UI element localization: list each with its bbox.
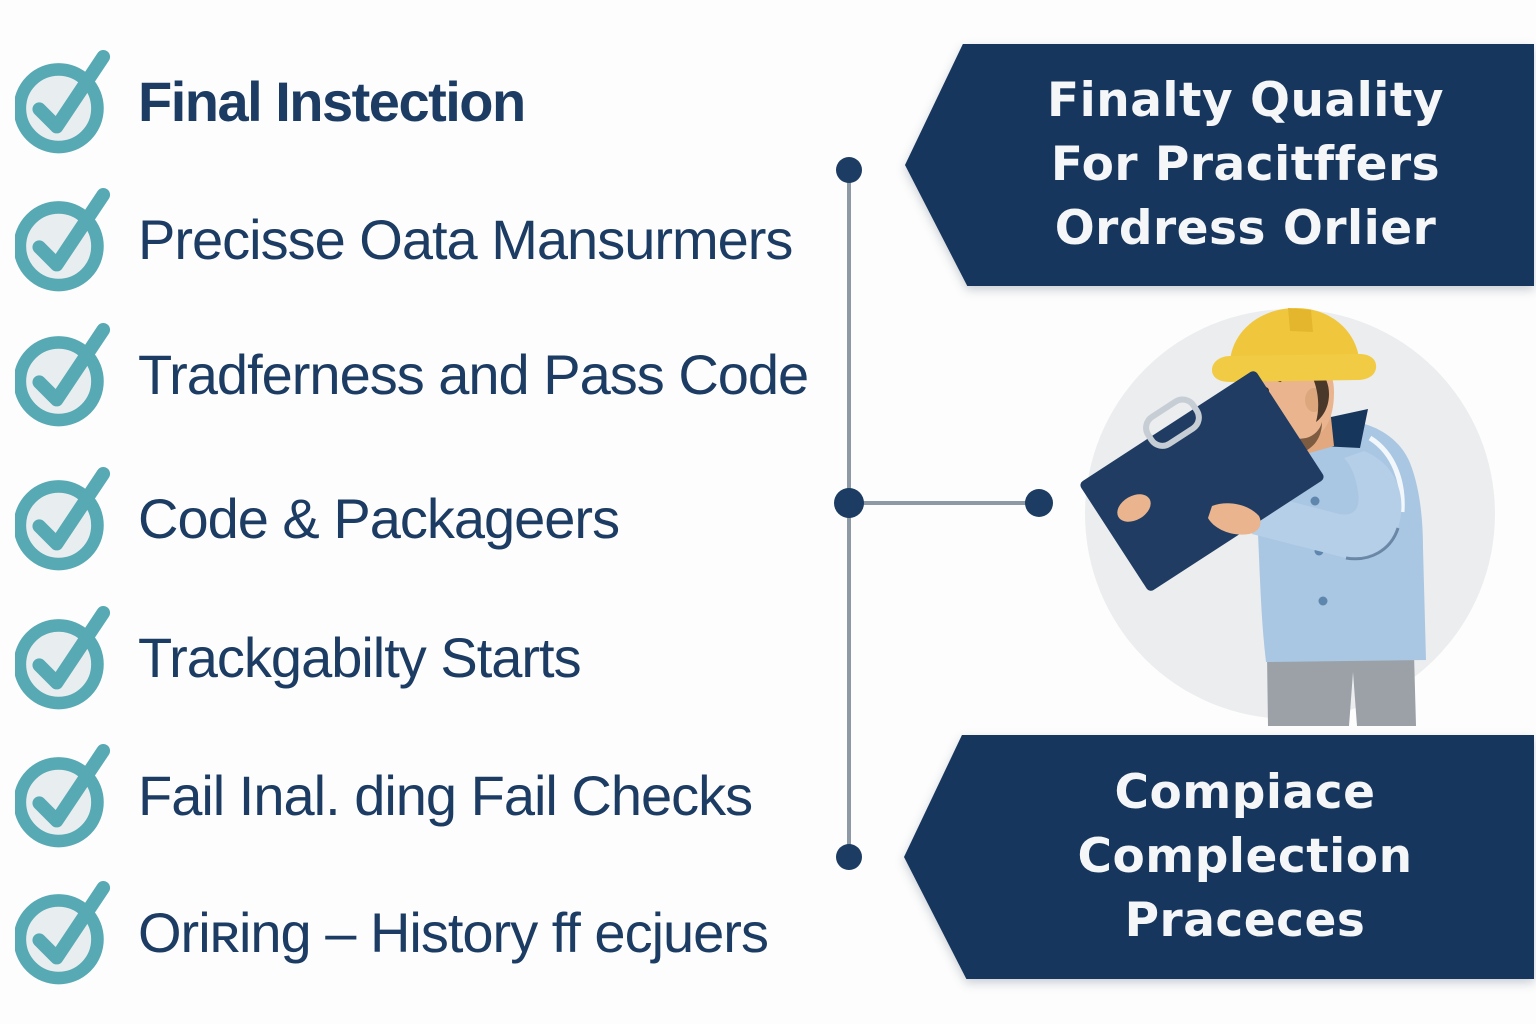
checklist-item-label: Precisse Oata Mansurmers [138, 207, 793, 271]
checklist-row: Fail Inal. ding Fail Checks [15, 737, 753, 849]
check-circle-icon [15, 467, 111, 571]
bottom-banner-line: Praceces [1124, 893, 1366, 948]
connector-dot-bottom [836, 844, 862, 870]
connector-horizontal-line [849, 501, 1039, 505]
checklist-row: Oriʀing – History ff ecjuers [15, 874, 769, 986]
top-banner-arrow-shape: Finalty Quality For Pracitffers Ordress … [905, 44, 1534, 286]
checklist-row: Code & Packageers [15, 460, 620, 572]
bottom-banner-line: Complection [1077, 829, 1413, 884]
bottom-banner: Compiace Complection Praceces [904, 735, 1534, 979]
connector-dot-top [836, 157, 862, 183]
checklist-item-label: Code & Packageers [138, 486, 620, 550]
top-banner-line: For Pracitffers [1050, 137, 1441, 192]
connector-dot-middle [834, 488, 864, 518]
bottom-banner-arrow-shape: Compiace Complection Praceces [904, 735, 1534, 979]
checklist-row: Final Instection [15, 43, 526, 155]
top-banner-line: Finalty Quality [1047, 73, 1444, 128]
top-banner: Finalty Quality For Pracitffers Ordress … [905, 44, 1534, 286]
check-circle-icon [15, 50, 111, 154]
check-circle-icon [15, 188, 111, 292]
connector-dot-right [1025, 489, 1053, 517]
checklist-item-label: Fail Inal. ding Fail Checks [138, 763, 753, 827]
worker-illustration [1080, 308, 1495, 726]
checklist-item-label: Trackgabilty Starts [138, 625, 582, 689]
top-banner-line: Ordress Orlier [1054, 201, 1437, 256]
checklist-item-label: Oriʀing – History ff ecjuers [138, 900, 769, 964]
checklist-row: Tradferness and Pass Code [15, 316, 809, 428]
checklist-row: Trackgabilty Starts [15, 599, 582, 711]
bottom-banner-line: Compiace [1114, 765, 1376, 820]
check-circle-icon [15, 606, 111, 710]
checklist-item-label: Tradferness and Pass Code [138, 342, 809, 406]
worker-with-clipboard [1080, 308, 1426, 726]
check-circle-icon [15, 323, 111, 427]
check-circle-icon [15, 881, 111, 985]
checklist-item-label: Final Instection [138, 69, 526, 133]
checklist-row: Precisse Oata Mansurmers [15, 181, 793, 293]
check-circle-icon [15, 744, 111, 848]
